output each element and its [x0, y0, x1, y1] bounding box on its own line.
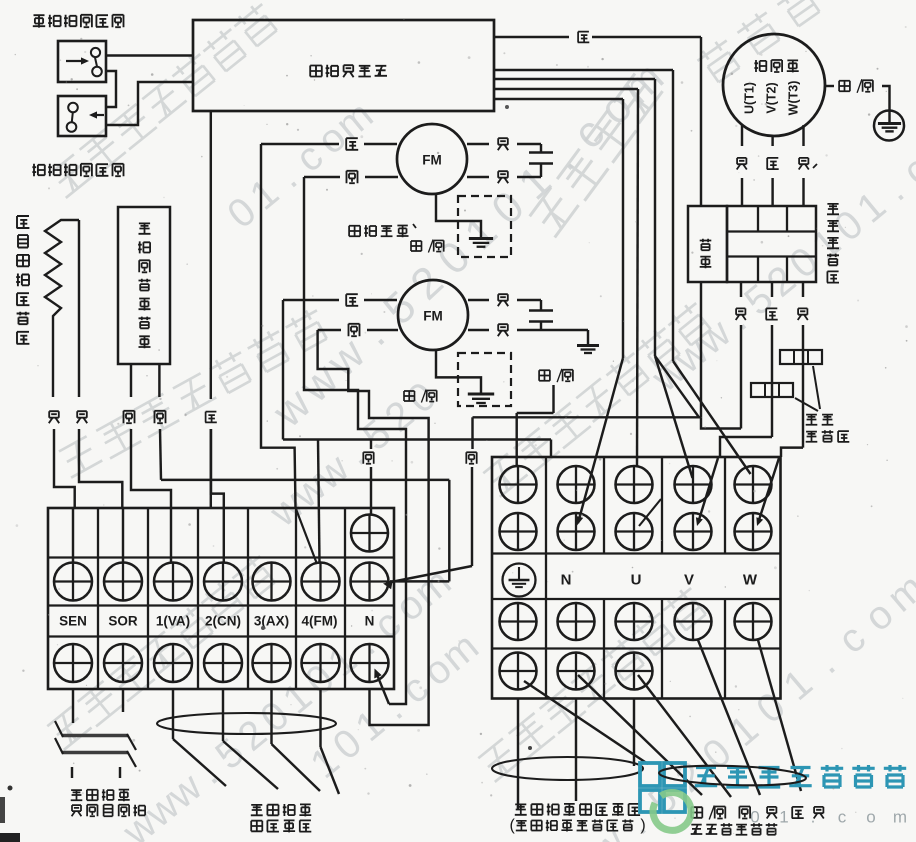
- svg-text:U: U: [631, 572, 642, 589]
- svg-text:1(VA): 1(VA): [156, 614, 190, 629]
- svg-text:N: N: [365, 614, 375, 629]
- svg-text:): ): [640, 817, 645, 834]
- svg-text:SOR: SOR: [108, 614, 138, 629]
- svg-text:2(CN): 2(CN): [205, 614, 241, 629]
- svg-text:1: 1: [779, 808, 788, 827]
- svg-text:.: .: [811, 808, 816, 827]
- svg-text:U(T1): U(T1): [743, 82, 757, 114]
- svg-text:FM: FM: [423, 309, 443, 324]
- svg-text:4(FM): 4(FM): [302, 614, 338, 629]
- svg-text:V: V: [684, 572, 694, 589]
- svg-text:m: m: [893, 808, 907, 827]
- svg-text:W: W: [743, 572, 758, 589]
- svg-text:0: 0: [750, 808, 759, 827]
- svg-text:FM: FM: [422, 153, 442, 168]
- svg-text:N: N: [561, 572, 572, 589]
- svg-text:V(T2): V(T2): [765, 82, 779, 113]
- svg-text:3(AX): 3(AX): [254, 614, 289, 629]
- svg-text:(: (: [510, 817, 516, 834]
- svg-text:c: c: [838, 808, 847, 827]
- svg-text:SEN: SEN: [59, 614, 87, 629]
- svg-text:o: o: [866, 808, 875, 827]
- svg-text:W(T3): W(T3): [787, 81, 801, 116]
